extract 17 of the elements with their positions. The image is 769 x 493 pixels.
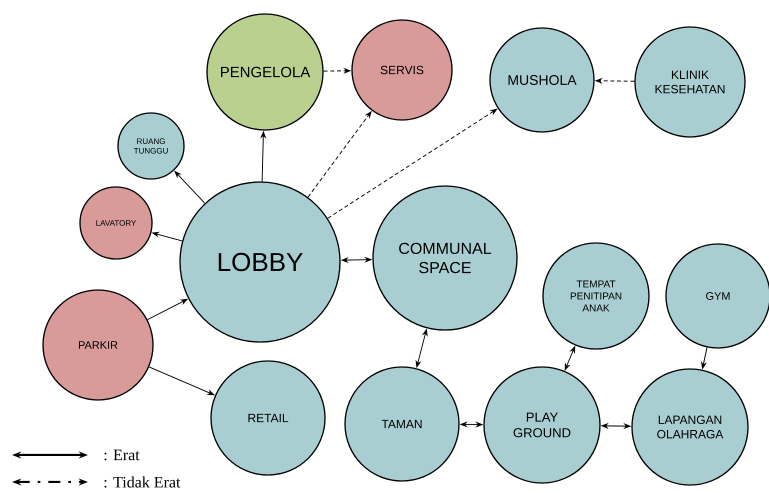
circle-node: PLAY GROUND <box>483 366 601 484</box>
circle-node: GYM <box>665 243 769 349</box>
circle-node: SERVIS <box>351 19 453 121</box>
legend-text: : Erat <box>104 450 140 460</box>
circle-node: TEMPAT PENITIPAN ANAK <box>542 242 650 350</box>
circle-node: PARKIR <box>42 289 154 401</box>
circle-node: COMMUNAL SPACE <box>372 185 518 331</box>
circle-node: LAVATORY <box>79 186 153 260</box>
circle-node: RUANG TUNGGU <box>117 112 185 180</box>
circle-node: RETAIL <box>210 360 326 476</box>
circle-node: MUSHOLA <box>489 27 595 133</box>
circle-node: TAMAN <box>344 366 460 482</box>
circle-node: LOBBY <box>179 181 341 343</box>
circle-node: PENGELOLA <box>206 13 324 131</box>
circle-node: LAPANGAN OLAHRAGA <box>631 368 749 486</box>
circle-node: KLINIK KESEHATAN <box>634 26 746 138</box>
legend-text: : Tidak Erat <box>104 476 180 488</box>
